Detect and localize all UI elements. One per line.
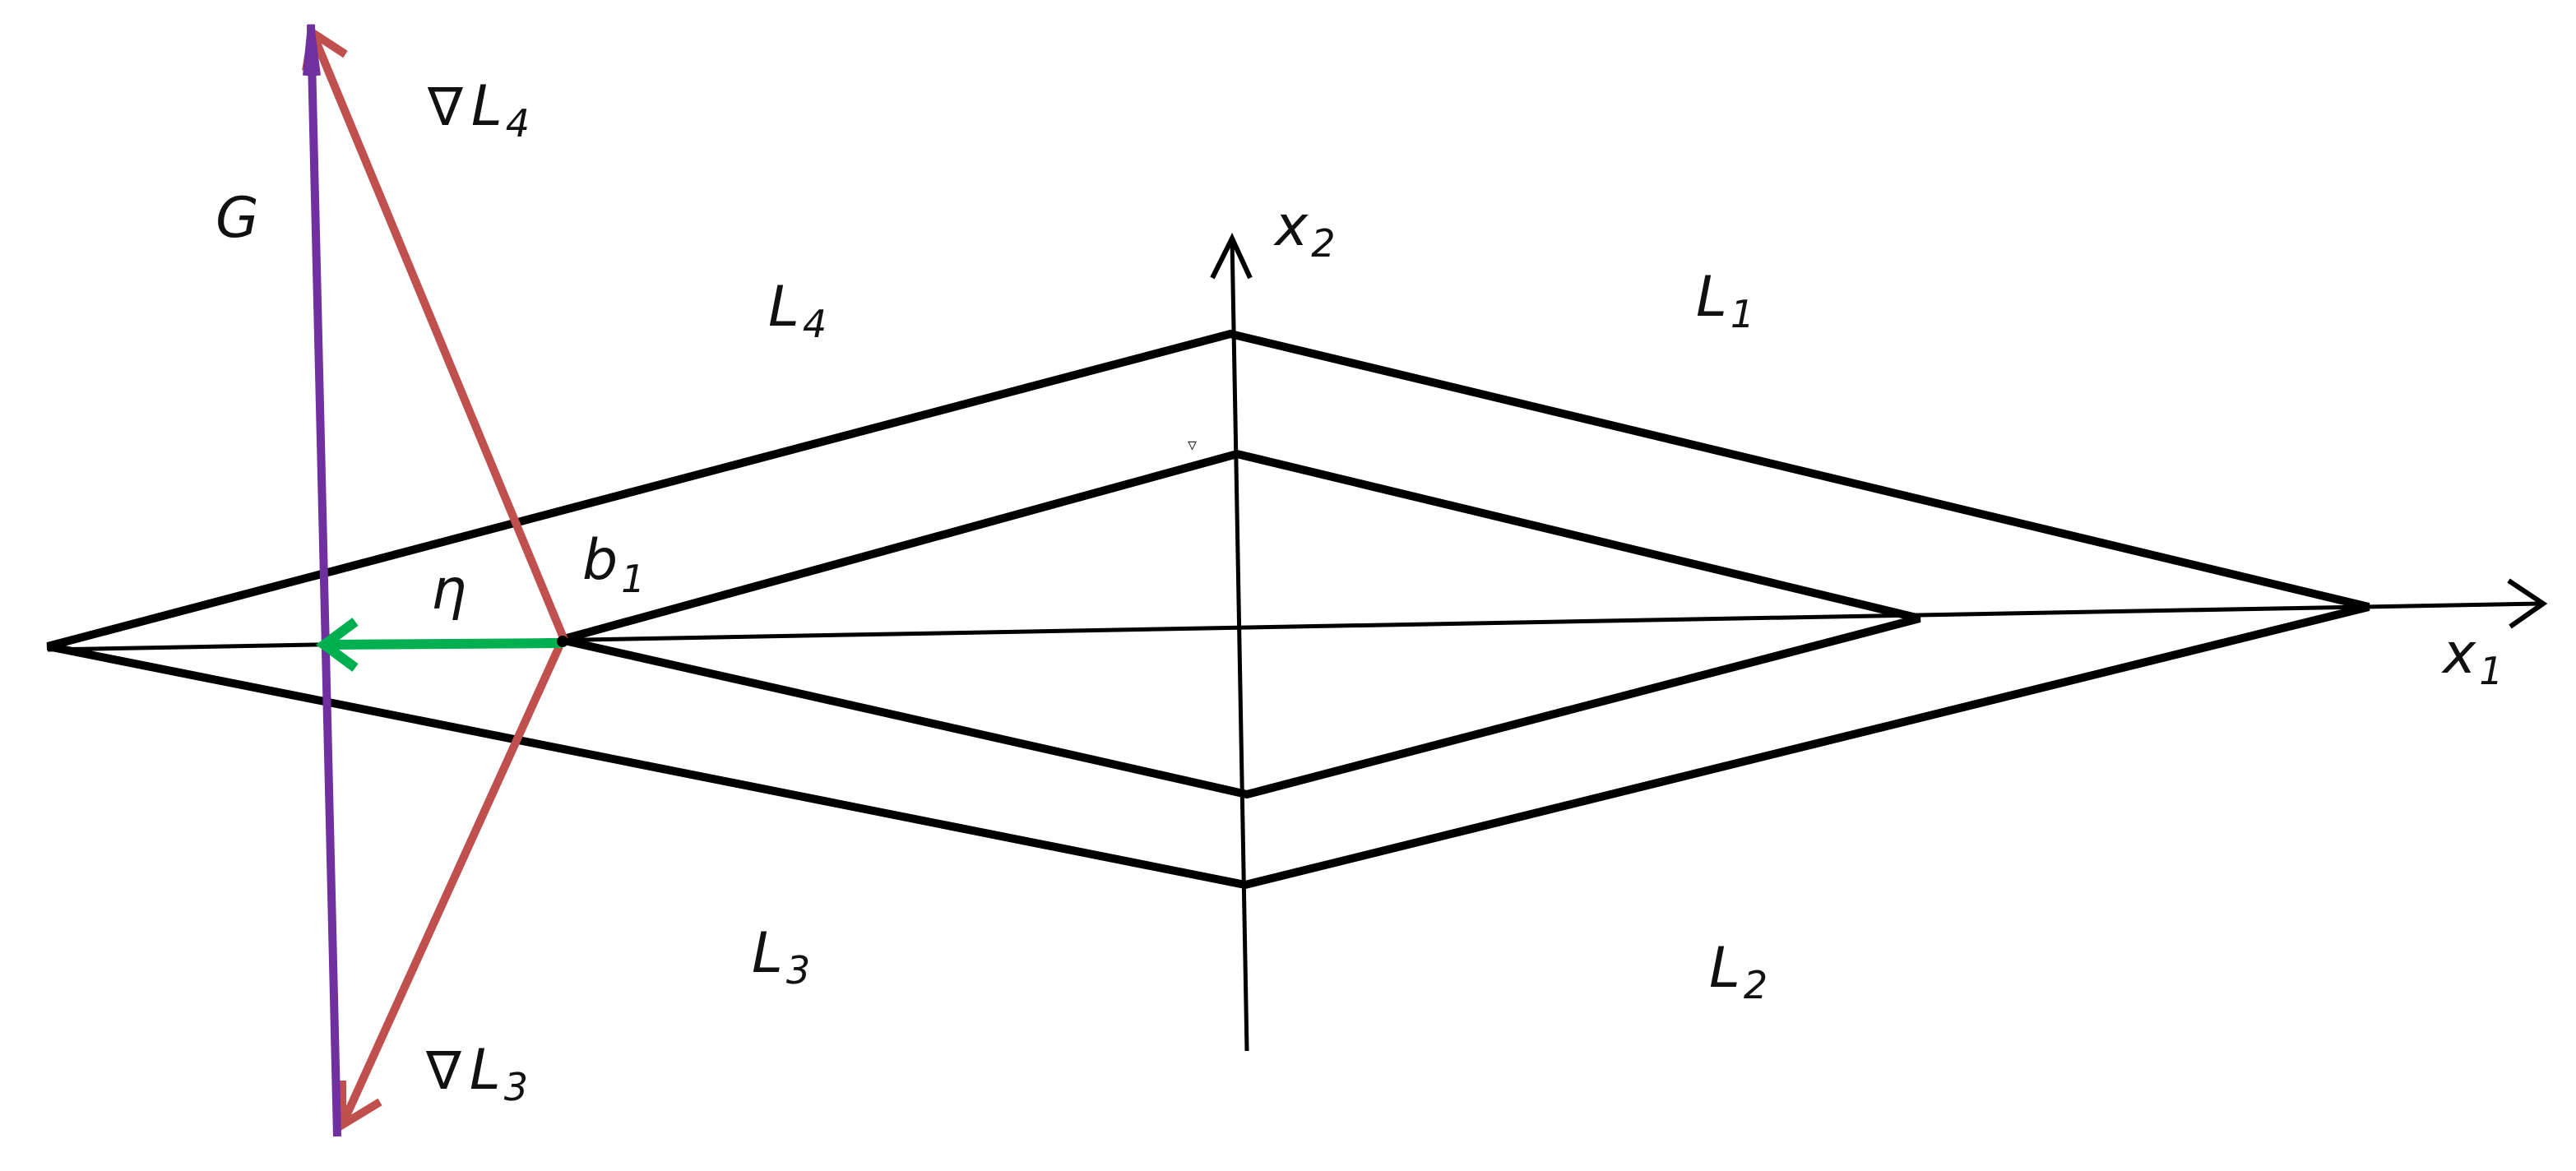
grad-L3-label: ∇ L 3 — [425, 1038, 528, 1109]
G-arrow — [303, 24, 341, 1137]
x2-label: x 2 — [1273, 194, 1336, 266]
svg-text:L 1: L 1 — [1696, 265, 1754, 336]
eta-label: η — [431, 558, 466, 623]
b1-label: b 1 — [582, 528, 645, 601]
b1-point — [557, 636, 568, 647]
x1-axis-arrowhead — [2507, 578, 2548, 629]
grad-L4-label: ∇ L 4 — [427, 74, 530, 146]
svg-text:x 2: x 2 — [1273, 194, 1336, 266]
L1-label: L 1 — [1696, 265, 1754, 336]
outer-level-set — [46, 329, 2370, 890]
L2-label: L 2 — [1709, 936, 1768, 1007]
small-marker: ▿ — [1188, 435, 1197, 456]
svg-text:L 4: L 4 — [768, 275, 827, 346]
svg-text:L 3: L 3 — [752, 921, 810, 993]
eta-arrowhead — [315, 618, 359, 672]
svg-text:b 1: b 1 — [582, 528, 645, 601]
L3-label: L 3 — [752, 921, 810, 993]
x2-axis-arrowhead — [1210, 233, 1253, 280]
grad-L3-arrow-shaft — [338, 644, 563, 1127]
x2-axis-line — [1230, 238, 1249, 1052]
eta-arrow-shaft — [323, 638, 563, 650]
x1-label: x 1 — [2441, 622, 2504, 693]
G-label: G — [215, 186, 259, 251]
svg-text:∇ L 4: ∇ L 4 — [427, 74, 530, 146]
grad-L4-arrow-shaft — [308, 31, 568, 641]
inner-level-set — [559, 449, 1921, 799]
L4-label: L 4 — [768, 275, 827, 346]
grad-L3-arrowhead — [338, 1081, 382, 1132]
svg-text:L 2: L 2 — [1709, 936, 1768, 1007]
svg-text:∇ L 3: ∇ L 3 — [425, 1038, 528, 1109]
G-arrowhead — [303, 24, 321, 76]
eta-arrow — [315, 618, 563, 672]
svg-text:x 1: x 1 — [2441, 622, 2504, 693]
G-arrow-shaft — [307, 24, 341, 1137]
